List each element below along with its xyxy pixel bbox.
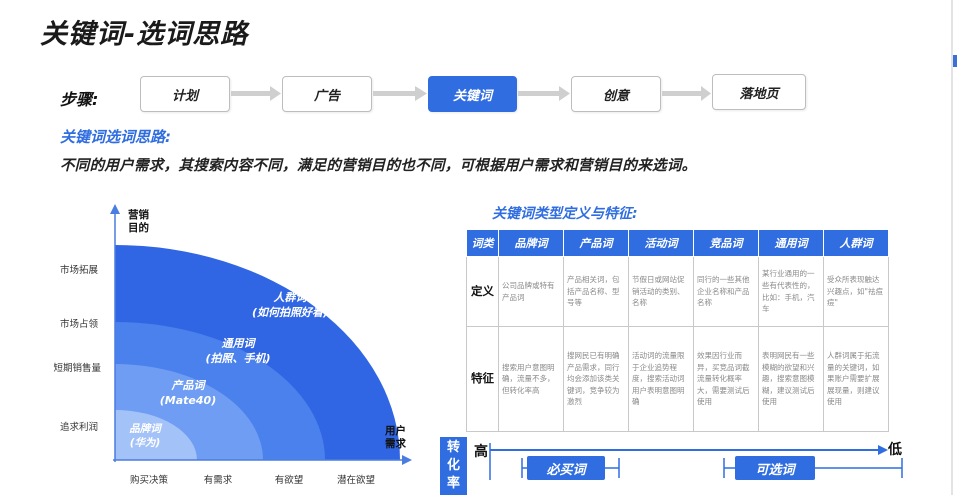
table-cell: 人群词属于拓流量的关键词，如果账户需要扩展展现量，则建议使用 — [823, 326, 889, 432]
table-cell: 效果因行业而异，买竞品词截流量转化概率大，需要测试后使用 — [693, 326, 759, 432]
y-label-short-sales: 短期销售量 — [53, 363, 101, 374]
row-label-feature: 特征 — [466, 326, 499, 432]
header-generic: 通用词 — [758, 229, 824, 257]
x-label-latent-desire: 潜在欲望 — [336, 475, 375, 486]
step-arrow-3 — [518, 86, 570, 101]
right-edge-marker — [953, 55, 957, 67]
steps-label: 步骤: — [60, 90, 99, 109]
page-title: 关键词-选词思路 — [40, 19, 249, 50]
layer-generic-label: 通用词 (拍照、手机) — [205, 337, 271, 365]
conversion-rate-label: 转化率 — [440, 437, 467, 495]
header-product: 产品词 — [563, 229, 629, 257]
x-label-has-desire: 有欲望 — [274, 475, 304, 486]
header-competitor: 竞品词 — [693, 229, 759, 257]
section-title: 关键词选词思路: — [60, 128, 171, 146]
table-header-row: 词类 品牌词 产品词 活动词 竞品词 通用词 人群词 — [466, 229, 889, 257]
table-cell: 公司品牌或特有产品词 — [498, 256, 564, 327]
must-buy-keywords: 必买词 — [527, 456, 605, 480]
optional-keywords: 可选词 — [735, 456, 815, 480]
scale-arrow — [878, 445, 888, 455]
y-axis-arrow — [110, 204, 120, 214]
step-plan: 计划 — [140, 76, 230, 112]
x-label-purchase-decision: 购买决策 — [129, 475, 168, 486]
table-cell: 活动词的流量限于企业追势程度，搜索活动词用户表明意图明确 — [628, 326, 694, 432]
table-cell: 表明网民有一些模糊的欲望和兴趣，搜索意图模糊，建议测试后使用 — [758, 326, 824, 432]
y-label-profit: 追求利润 — [59, 422, 98, 433]
table-cell: 产品相关词，包括产品名称、型号等 — [563, 256, 629, 327]
x-axis-arrow — [402, 455, 412, 465]
step-arrow-2 — [373, 86, 427, 101]
step-keyword: 关键词 — [428, 76, 517, 112]
step-creative: 创意 — [571, 76, 661, 112]
row-label-definition: 定义 — [466, 256, 499, 327]
table-cell: 同行的一些其他企业名称和产品名称 — [693, 256, 759, 327]
x-axis-title: 用户需求 — [385, 425, 406, 450]
layer-brand-label: 品牌词 (华为) — [129, 423, 161, 449]
table-cell: 某行业通用的一些有代表性的，比如：手机，汽车 — [758, 256, 824, 327]
right-edge-divider — [951, 0, 953, 495]
x-label-has-need: 有需求 — [203, 475, 233, 486]
scale-high-label: 高 — [474, 444, 488, 460]
table-cell: 搜网民已有明确产品需求，同行均会添加该类关键词，竞争较为激烈 — [563, 326, 629, 432]
table-row-definition: 定义 公司品牌或特有产品词 产品相关词，包括产品名称、型号等 节假日或网站促销活… — [466, 256, 889, 327]
table-cell: 节假日或网站促销活动的类别、名称 — [628, 256, 694, 327]
table-cell: 搜索用户意图明确，流量不多，但转化率高 — [498, 326, 564, 432]
step-arrows — [231, 86, 711, 101]
keyword-scope-diagram — [110, 204, 412, 465]
step-landing-page: 落地页 — [712, 74, 806, 110]
table-title: 关键词类型定义与特征: — [492, 206, 638, 222]
step-arrow-4 — [662, 86, 711, 101]
layer-product-label: 产品词 (Mate40) — [159, 379, 217, 407]
table-row-feature: 特征 搜索用户意图明确，流量不多，但转化率高 搜网民已有明确产品需求，同行均会添… — [466, 326, 889, 432]
header-brand: 品牌词 — [498, 229, 564, 257]
layer-crowd-label: 人群词 (如何拍照好看) — [251, 291, 329, 319]
y-label-market-occupy: 市场占领 — [59, 319, 98, 330]
keyword-type-table: 词类 品牌词 产品词 活动词 竞品词 通用词 人群词 定义 公司品牌或特有产品词… — [466, 229, 889, 432]
header-crowd: 人群词 — [823, 229, 889, 257]
y-label-market-expand: 市场拓展 — [59, 265, 98, 276]
y-axis-title: 营销目的 — [128, 209, 149, 234]
step-ad: 广告 — [282, 76, 372, 112]
scale-low-label: 低 — [888, 442, 902, 458]
table-cell: 受众所表现触达兴趣点，如"祛痘痘" — [823, 256, 889, 327]
header-category: 词类 — [466, 229, 499, 257]
layer-brand-arc — [115, 410, 197, 460]
step-arrow-1 — [231, 86, 281, 101]
section-description: 不同的用户需求，其搜索内容不同，满足的营销目的也不同，可根据用户需求和营销目的来… — [60, 158, 697, 174]
